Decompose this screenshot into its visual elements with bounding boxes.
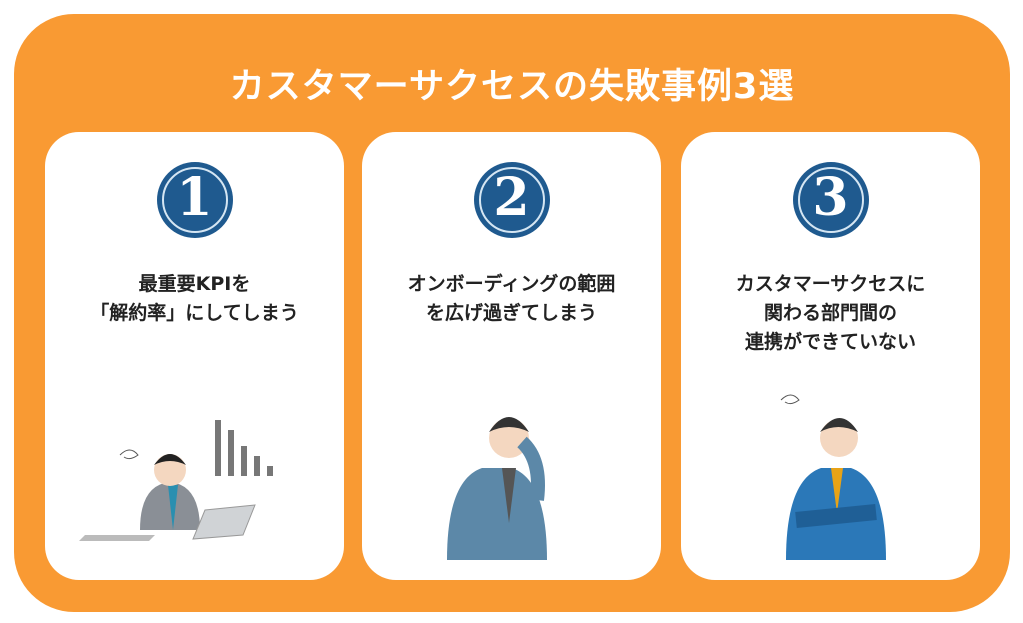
declining-bar-chart-icon [215,420,273,476]
number-badge: 1 [156,162,233,238]
stress-scribble-icon [119,449,139,460]
case-description: 最重要KPIを 「解約率」にしてしまう [90,273,299,324]
confused-man-illustration [780,394,886,560]
page-title: カスタマーサクセスの失敗事例3選 [229,67,795,107]
case-description: オンボーディングの範囲 を広げ過ぎてしまう [407,273,616,324]
number-badge: 2 [473,162,550,238]
case-card-3: 3 カスタマーサクセスに 関わる部門間の 連携ができていない [681,132,980,580]
confusion-scribble-icon [780,394,800,405]
troubled-man-illustration [447,417,547,560]
number-badge: 3 [792,162,869,238]
case-description: カスタマーサクセスに 関わる部門間の 連携ができていない [735,273,926,353]
stressed-man-illustration [79,420,273,541]
case-card-1: 1 最重要KPIを 「解約率」にしてしまう [45,132,344,580]
case-card-2: 2 オンボーディングの範囲 を広げ過ぎてしまう [362,132,661,580]
